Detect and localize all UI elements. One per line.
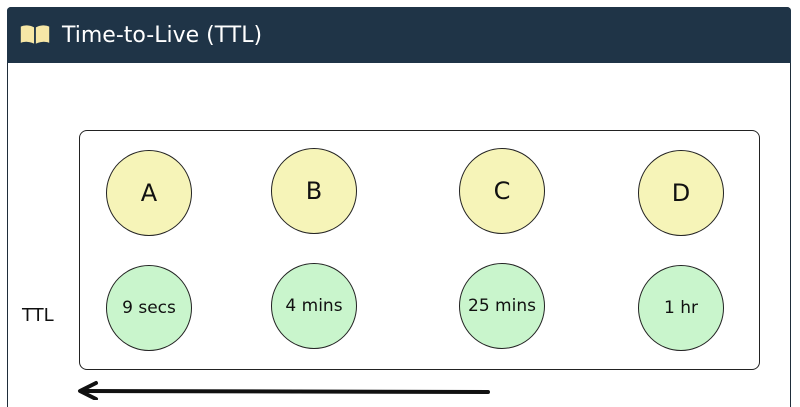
page-title: Time-to-Live (TTL) — [62, 22, 263, 48]
ttl-node-b: 4 mins — [271, 263, 357, 349]
key-node-a: A — [106, 150, 192, 236]
ttl-row-label: TTL — [22, 305, 54, 326]
key-node-c: C — [459, 148, 545, 234]
book-icon — [18, 22, 52, 48]
ttl-node-d: 1 hr — [638, 265, 724, 351]
diagram-header: Time-to-Live (TTL) — [7, 7, 791, 63]
ttl-node-c: 25 mins — [459, 263, 545, 349]
ttl-node-a: 9 secs — [106, 265, 192, 351]
left-arrow — [78, 381, 490, 400]
ttl-panel — [79, 130, 760, 370]
key-node-b: B — [271, 148, 357, 234]
key-node-d: D — [638, 150, 724, 236]
